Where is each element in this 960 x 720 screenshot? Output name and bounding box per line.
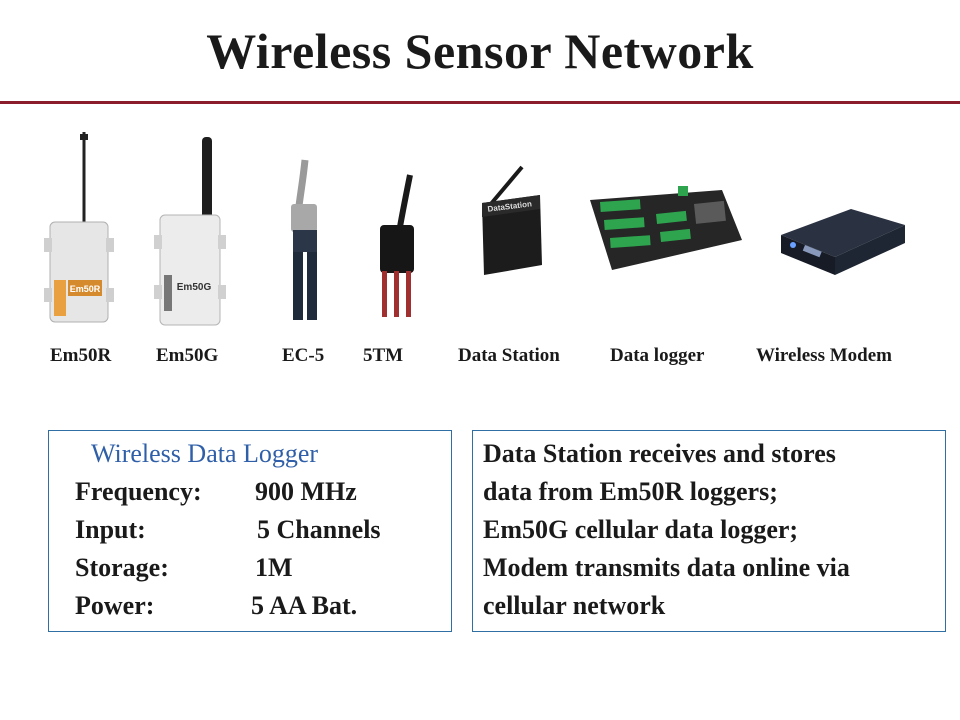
spec-label-power: Power: [75,591,155,620]
data-logger-icon [582,180,747,280]
ec5-sensor-icon [285,159,330,325]
description-line: data from Em50R loggers; [483,477,778,506]
device-label-wireless-modem: Wireless Modem [756,345,892,366]
device-label-5tm: 5TM [363,345,404,366]
specs-heading: Wireless Data Logger [91,439,319,468]
device-label-em50r: Em50R [50,345,112,366]
spec-value-frequency: 900 MHz [255,477,357,506]
description-line: cellular network [483,591,666,620]
wireless-modem-icon [775,195,915,285]
spec-label-frequency: Frequency: [75,477,202,506]
specs-box: Wireless Data Logger Frequency: 900 MHz … [48,430,452,632]
description-line: Modem transmits data online via [483,553,850,582]
description-line: Em50G cellular data logger; [483,515,799,544]
em50r-badge: Em50R [70,284,101,294]
spec-value-input: 5 Channels [257,515,381,544]
data-station-icon: DataStation [470,165,550,280]
em50g-badge: Em50G [177,282,212,293]
device-label-data-logger: Data logger [610,345,705,366]
5tm-sensor-icon [370,174,420,320]
slide-title: Wireless Sensor Network [206,23,754,79]
title-divider [0,101,960,104]
device-label-ec5: EC-5 [282,345,325,366]
description-box: Data Station receives and stores data fr… [472,430,946,632]
em50r-logger-icon: Em50R [40,130,120,340]
spec-label-storage: Storage: [75,553,169,582]
spec-value-power: 5 AA Bat. [251,591,358,620]
description-line: Data Station receives and stores [483,439,836,468]
device-label-data-station: Data Station [458,345,560,366]
device-label-em50g: Em50G [156,345,219,366]
spec-label-input: Input: [75,515,146,544]
spec-value-storage: 1M [255,553,293,582]
em50g-logger-icon: Em50G [150,135,230,335]
